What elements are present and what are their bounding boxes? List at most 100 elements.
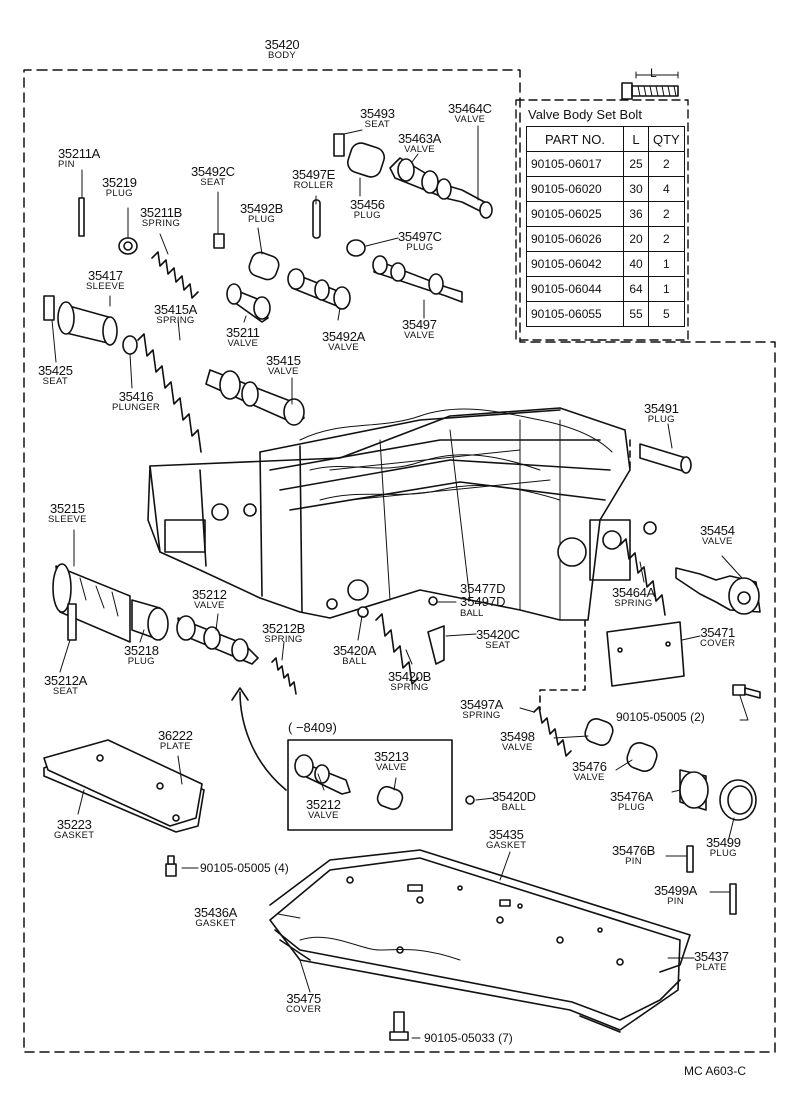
- part-number: 35499: [706, 835, 741, 850]
- part-number: 35497C: [398, 229, 442, 244]
- part-number: 35475: [286, 991, 321, 1006]
- valve-35415: [205, 369, 305, 426]
- label-35420c-seat: 35420C SEAT: [476, 628, 520, 651]
- part-number: 35219: [102, 175, 137, 190]
- part-name: PLUG: [105, 188, 133, 199]
- spring-35415a: [137, 333, 202, 453]
- table-title: Valve Body Set Bolt: [528, 107, 642, 122]
- cell-length: 36: [623, 201, 649, 227]
- label-35213-valve: 35213 VALVE: [374, 750, 409, 773]
- part-number: 35420: [264, 37, 300, 52]
- seat-35425: [43, 295, 55, 321]
- bolt-length-label: L: [650, 66, 657, 80]
- label-35471-cover: 35471 COVER: [700, 626, 735, 649]
- part-number: 35215: [50, 501, 85, 516]
- label-35212b-spring: 35212B SPRING: [262, 622, 305, 645]
- part-name: GASKET: [195, 918, 236, 929]
- part-name: PLUNGER: [112, 402, 161, 413]
- label-35223-gasket: 35223 GASKET: [54, 818, 94, 841]
- part-number: 35476A: [610, 789, 654, 804]
- part-number: 35477D: [460, 581, 506, 596]
- label-35211b-spring: 35211B SPRING: [140, 206, 182, 229]
- label-35475-cover: 35475 COVER: [286, 992, 321, 1015]
- part-number: 35454: [700, 523, 735, 538]
- part-name: SEAT: [364, 119, 390, 130]
- label-bolt-90105-05033-7: 90105-05033 (7): [424, 1031, 513, 1045]
- label-35454-valve: 35454 VALVE: [700, 524, 735, 547]
- part-name: COVER: [286, 1004, 322, 1015]
- label-35491-plug: 35491 PLUG: [644, 402, 679, 425]
- plug-35456: [346, 142, 386, 178]
- part-number: 35211A: [58, 146, 101, 161]
- label-35218-plug: 35218 PLUG: [124, 644, 159, 667]
- cell-qty: 2: [648, 201, 685, 227]
- valve-35212: [176, 615, 259, 665]
- part-number: 35499A: [654, 883, 698, 898]
- part-number: 35416: [118, 389, 154, 404]
- part-number: 35211B: [140, 205, 183, 220]
- part-name: VALVE: [307, 810, 339, 821]
- part-name: BALL: [460, 608, 484, 619]
- part-name: SLEEVE: [48, 514, 87, 525]
- plunger-35416: [122, 335, 138, 355]
- cell-part-no: 90105-06044: [526, 276, 624, 302]
- lower-plate-stack: [269, 849, 691, 1033]
- part-number: 35420C: [476, 627, 520, 642]
- part-name: VALVE: [404, 144, 435, 155]
- spring-35420b: [375, 613, 419, 685]
- cell-part-no: 90105-06026: [526, 226, 624, 252]
- valve-35211: [226, 283, 271, 323]
- part-number: 35497E: [292, 167, 336, 182]
- part-number: 35420D: [492, 789, 536, 804]
- label-35476b-pin: 35476B PIN: [612, 844, 655, 867]
- plug-35218: [131, 599, 169, 641]
- part-number: 35463A: [398, 131, 442, 146]
- valve-body-casting: [147, 407, 657, 621]
- label-35499-plug: 35499 PLUG: [706, 836, 741, 859]
- label-35497e-roller: 35497E ROLLER: [292, 168, 335, 191]
- part-name: SEAT: [52, 686, 79, 697]
- label-35435-gasket: 35435 GASKET: [486, 828, 526, 851]
- cell-qty: 1: [648, 251, 685, 277]
- part-name: VALVE: [454, 114, 486, 125]
- part-number: 35417: [88, 268, 123, 283]
- label-35420a-ball: 35420A BALL: [333, 644, 376, 667]
- part-name: PIN: [667, 896, 684, 907]
- part-number: 35498: [500, 729, 535, 744]
- spring-35464a: [619, 538, 666, 616]
- label-35497c-plug: 35497C PLUG: [398, 230, 442, 253]
- cell-qty: 1: [648, 276, 685, 302]
- part-name: VALVE: [328, 342, 359, 353]
- part-number: 35497: [402, 317, 437, 332]
- part-number: 35476: [572, 759, 607, 774]
- plug-35492b: [248, 251, 280, 281]
- part-number: 35464C: [448, 101, 492, 116]
- part-number: 35437: [694, 949, 729, 964]
- bolt-symbol: [621, 71, 679, 100]
- cell-length: 25: [623, 151, 649, 177]
- label-35477d-35497d-ball: 35477D 35497D BALL: [460, 582, 506, 619]
- plug-35219: [118, 237, 138, 255]
- part-number: 35415: [266, 353, 301, 368]
- label-35215-sleeve: 35215 SLEEVE: [48, 502, 87, 525]
- part-name: PLUG: [406, 242, 434, 253]
- part-name: PLUG: [353, 210, 381, 221]
- label-35436a-gasket: 35436A GASKET: [194, 906, 237, 929]
- label-35498-valve: 35498 VALVE: [500, 730, 535, 753]
- part-number: 36222: [158, 728, 193, 743]
- plug-35499: [719, 779, 757, 821]
- part-name: PLUG: [709, 848, 737, 859]
- label-35211a-pin: 35211A PIN: [58, 147, 100, 170]
- part-name: PIN: [58, 159, 75, 170]
- bolt-small-a: [732, 684, 761, 699]
- label-35420d-ball: 35420D BALL: [492, 790, 536, 813]
- cell-length: 55: [623, 301, 649, 327]
- part-number: 35492A: [322, 329, 366, 344]
- part-name: SEAT: [485, 640, 511, 651]
